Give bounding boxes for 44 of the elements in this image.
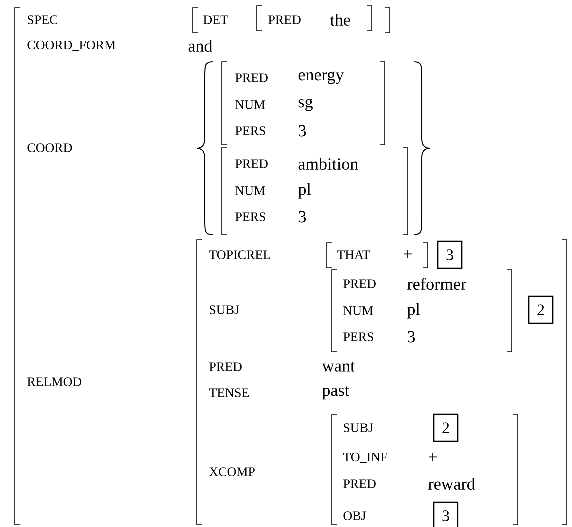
- attribute-value: reward: [428, 478, 476, 490]
- attribute-value: 3: [299, 211, 306, 223]
- attribute-name: THAT: [337, 250, 370, 260]
- attribute-value: sg: [298, 98, 313, 112]
- attribute-name: NUM: [236, 186, 266, 196]
- attribute-name: TO_INF: [343, 452, 388, 464]
- attribute-name: PERS: [236, 212, 266, 222]
- attribute-name: RELMOD: [28, 378, 82, 386]
- attribute-name: TOPICREL: [209, 250, 270, 260]
- attribute-value: want: [322, 362, 356, 372]
- attribute-name: TENSE: [209, 388, 249, 398]
- attribute-value: and: [188, 40, 213, 52]
- attribute-name: NUM: [236, 100, 266, 110]
- tag-box: 2: [528, 296, 554, 324]
- attribute-name: NUM: [344, 306, 374, 316]
- attribute-value: 3: [299, 125, 306, 137]
- attribute-name: PRED: [344, 480, 376, 488]
- attribute-value: +: [404, 250, 412, 258]
- attribute-name: DET: [204, 16, 228, 24]
- attribute-value: pl: [407, 303, 420, 319]
- attribute-name: PRED: [268, 16, 301, 24]
- tag-box: 2: [433, 414, 459, 442]
- attribute-name: PERS: [344, 332, 374, 342]
- attribute-name: PRED: [210, 362, 242, 372]
- attribute-name: PRED: [236, 74, 268, 82]
- attribute-value: ambition: [298, 158, 358, 170]
- attribute-value: past: [322, 386, 350, 400]
- attribute-name: SPEC: [28, 16, 58, 24]
- attribute-name: PRED: [344, 280, 376, 288]
- attribute-value: the: [330, 14, 350, 26]
- tag-box: 3: [433, 502, 459, 527]
- attribute-name: COORD: [28, 144, 72, 152]
- attribute-name: PERS: [236, 126, 266, 136]
- attribute-name: XCOMP: [209, 468, 255, 476]
- attribute-name: COORD_FORM: [28, 40, 116, 52]
- attribute-name: OBJ: [344, 512, 366, 520]
- attribute-value: 3: [408, 331, 416, 343]
- tag-box: 3: [437, 240, 463, 270]
- attribute-value: +: [429, 453, 437, 462]
- attribute-value: energy: [298, 72, 344, 84]
- attribute-name: SUBJ: [344, 424, 374, 432]
- attribute-name: PRED: [236, 160, 268, 168]
- attribute-value: pl: [298, 183, 312, 199]
- attribute-name: SUBJ: [210, 306, 240, 314]
